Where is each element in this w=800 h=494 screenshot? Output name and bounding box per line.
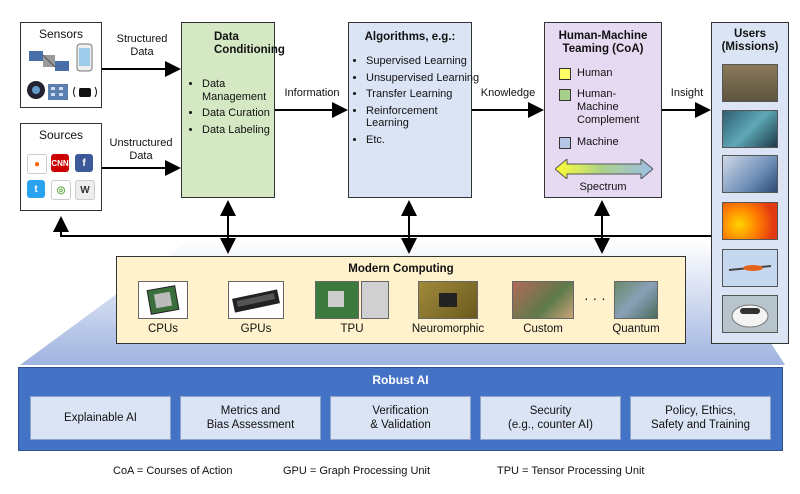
tpu-image-2 <box>361 281 389 319</box>
edge-label-information: Information <box>284 87 340 99</box>
heat-map-image <box>722 202 778 240</box>
hmt-title: Human-Machine Teaming (CoA) <box>558 30 648 55</box>
list-item: Reinforcement Learning <box>366 105 480 130</box>
facebook-icon: f <box>75 154 93 172</box>
footer-coa: CoA = Courses of Action <box>113 465 233 477</box>
robust-item-verification: Verification & Validation <box>330 396 471 440</box>
robust-item-explainable: Explainable AI <box>30 396 171 440</box>
legend-swatch-human <box>559 68 571 80</box>
footer-tpu: TPU = Tensor Processing Unit <box>497 465 645 477</box>
data-conditioning-box: Data Conditioning Data Management Data C… <box>181 22 285 198</box>
sensors-box: Sensors <box>20 22 102 108</box>
list-item: Data Curation <box>202 107 286 120</box>
algorithms-list: Supervised Learning Unsupervised Learnin… <box>354 55 480 150</box>
list-item: Transfer Learning <box>366 88 480 101</box>
cpu-label: CPUs <box>147 323 179 335</box>
ellipsis: · · · <box>584 290 606 306</box>
custom-label: Custom <box>523 323 563 335</box>
list-item: Unsupervised Learning <box>366 72 480 85</box>
cpu-image <box>138 281 188 319</box>
legend-swatch-machine <box>559 137 571 149</box>
gpu-image <box>228 281 284 319</box>
tpu-image <box>315 281 359 319</box>
edge-label-insight: Insight <box>670 87 704 99</box>
data-conditioning-title: Data Conditioning <box>214 31 285 56</box>
edge-label-unstructured: Unstructured Data <box>109 137 173 162</box>
search-globe-icon: ◎ <box>51 180 71 200</box>
drone-image <box>722 249 778 287</box>
satellite-icon <box>29 51 69 71</box>
gpu-label: GPUs <box>240 323 272 335</box>
hmt-box: Human-Machine Teaming (CoA) Human Human-… <box>544 22 662 198</box>
self-driving-car-image <box>722 295 778 333</box>
neuromorphic-image <box>418 281 478 319</box>
list-item: Data Labeling <box>202 124 286 137</box>
list-item: Data Management <box>202 78 286 103</box>
reddit-icon: ● <box>27 154 47 174</box>
phone-icon <box>76 43 93 72</box>
algorithms-box: Algorithms, e.g.: Supervised Learning Un… <box>348 22 479 198</box>
legend-label-human: Human <box>577 67 613 79</box>
modern-computing-title: Modern Computing <box>348 263 454 275</box>
edge-label-knowledge: Knowledge <box>480 87 536 99</box>
operations-center-image <box>722 110 778 148</box>
robust-item-metrics: Metrics and Bias Assessment <box>180 396 321 440</box>
edge-label-structured: Structured Data <box>116 33 168 58</box>
modern-computing-box: Modern Computing <box>116 256 686 344</box>
users-title: Users (Missions) <box>721 28 779 53</box>
twitter-icon: t <box>27 180 45 198</box>
robust-item-security: Security (e.g., counter AI) <box>480 396 621 440</box>
legend-label-machine: Machine <box>577 136 619 148</box>
tpu-label: TPU <box>340 323 364 335</box>
list-item: Supervised Learning <box>366 55 480 68</box>
building-icon <box>48 84 68 100</box>
custom-image <box>512 281 574 319</box>
sources-title: Sources <box>38 128 84 142</box>
footer-gpu: GPU = Graph Processing Unit <box>283 465 431 477</box>
quantum-label: Quantum <box>612 323 660 335</box>
cnn-icon: CNN <box>51 154 69 172</box>
soldiers-image <box>722 64 778 102</box>
robust-item-policy: Policy, Ethics, Safety and Training <box>630 396 771 440</box>
quantum-image <box>614 281 658 319</box>
spectrum-label: Spectrum <box>579 181 627 193</box>
feedback-line <box>53 216 711 237</box>
wikipedia-icon: W <box>75 180 95 200</box>
sensors-title: Sensors <box>38 27 84 41</box>
camera-icon <box>27 81 45 99</box>
car-sensor-icon <box>73 86 97 98</box>
data-conditioning-list: Data Management Data Curation Data Label… <box>190 78 286 140</box>
neuromorphic-label: Neuromorphic <box>411 323 485 335</box>
robust-ai-title: Robust AI <box>372 373 429 387</box>
spectrum-arrow <box>555 159 653 179</box>
legend-swatch-complement <box>559 89 571 101</box>
legend-label-complement: Human- Machine Complement <box>577 88 640 126</box>
algorithms-title: Algorithms, e.g.: <box>364 31 456 43</box>
lab-worker-image <box>722 155 778 193</box>
list-item: Etc. <box>366 134 480 147</box>
sources-box: Sources ● CNN f t ◎ W <box>20 123 102 211</box>
